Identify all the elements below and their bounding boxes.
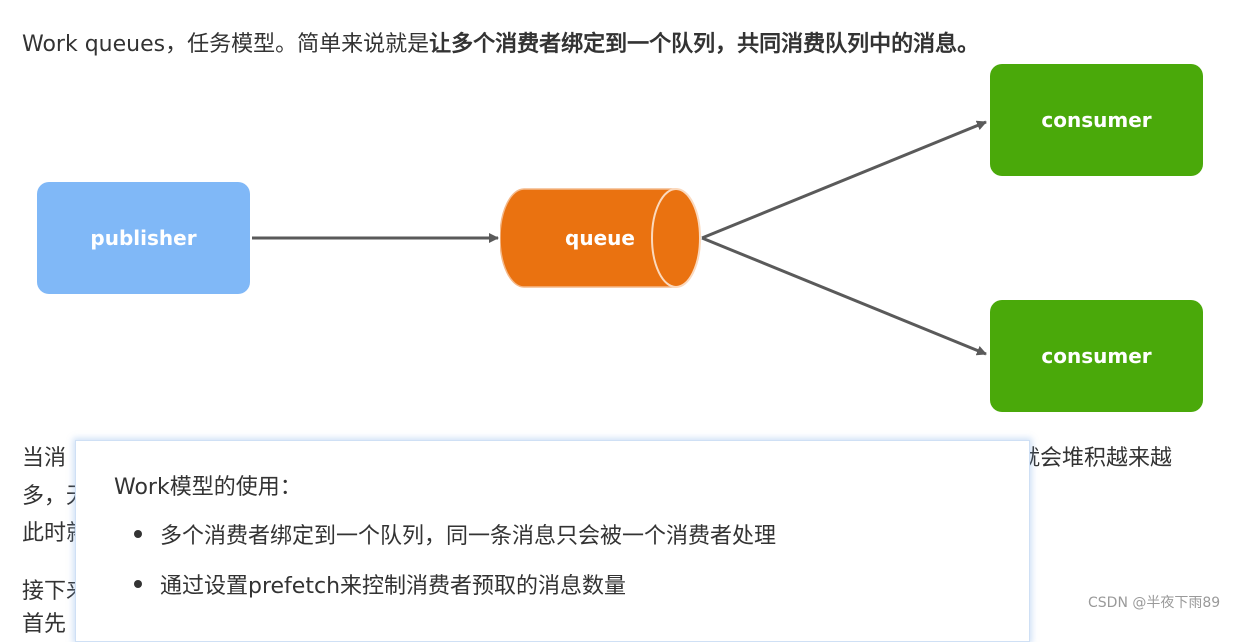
intro-bold-text: 让多个消费者绑定到一个队列，共同消费队列中的消息。 — [429, 32, 980, 57]
publisher-label: publisher — [90, 226, 197, 250]
background-text-line5: 首先 — [22, 612, 67, 637]
arrow-queue-to-consumer-top — [701, 120, 987, 240]
consumer-node-bottom: consumer — [990, 300, 1203, 412]
list-item-text: 多个消费者绑定到一个队列，同一条消息只会被一个消费者处理 — [160, 524, 777, 549]
list-item: 多个消费者绑定到一个队列，同一条消息只会被一个消费者处理 — [116, 509, 776, 559]
diagram-arrows — [252, 120, 987, 356]
work-model-tooltip-card: Work模型的使用： 多个消费者绑定到一个队列，同一条消息只会被一个消费者处理 … — [75, 440, 1030, 642]
arrow-queue-to-consumer-bottom — [701, 236, 987, 356]
bullet-icon — [134, 580, 142, 588]
background-text-line1-right: 就会堆积越来越 — [1018, 446, 1173, 471]
queue-cylinder-icon — [499, 188, 701, 288]
queue-node: queue — [499, 188, 702, 288]
queue-label: queue — [565, 226, 635, 250]
list-item: 通过设置prefetch来控制消费者预取的消息数量 — [116, 559, 776, 609]
tooltip-title: Work模型的使用： — [114, 475, 302, 500]
watermark: CSDN @半夜下雨89 — [1088, 595, 1221, 611]
consumer-top-label: consumer — [1041, 108, 1152, 132]
consumer-node-top: consumer — [990, 64, 1203, 176]
list-item-text: 通过设置prefetch来控制消费者预取的消息数量 — [160, 574, 627, 599]
bullet-icon — [134, 530, 142, 538]
publisher-node: publisher — [37, 182, 250, 294]
consumer-bottom-label: consumer — [1041, 344, 1152, 368]
tooltip-list: 多个消费者绑定到一个队列，同一条消息只会被一个消费者处理 通过设置prefetc… — [116, 509, 776, 609]
intro-paragraph: Work queues，任务模型。简单来说就是让多个消费者绑定到一个队列，共同消… — [22, 26, 979, 58]
background-text-line1: 当消 — [22, 446, 67, 471]
intro-normal-text: Work queues，任务模型。简单来说就是 — [22, 32, 430, 57]
